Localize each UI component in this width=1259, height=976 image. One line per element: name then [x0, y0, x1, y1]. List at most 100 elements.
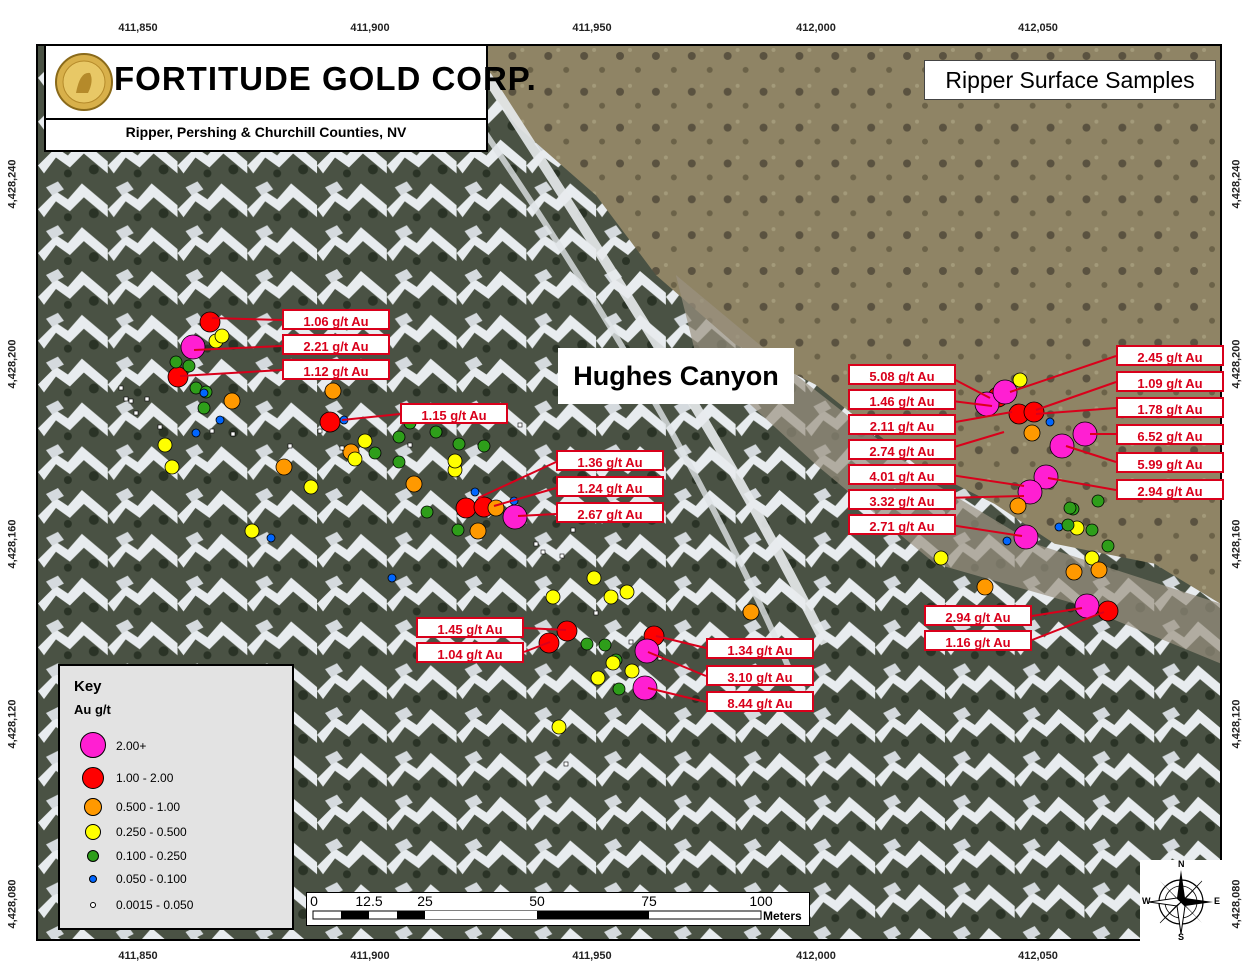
sample-point [164, 459, 180, 475]
sample-point [451, 523, 465, 537]
sample-point [533, 541, 539, 547]
scale-tick: 25 [417, 893, 433, 909]
scale-tick: 100 [749, 893, 773, 909]
sample-point [628, 639, 634, 645]
sample-point [469, 522, 487, 540]
sample-point [1045, 417, 1055, 427]
red-circle-icon [82, 767, 104, 789]
sample-label: 2.11 g/t Au [848, 414, 956, 435]
sample-point [1061, 518, 1075, 532]
sample-point [992, 379, 1018, 405]
sample-point [1101, 539, 1115, 553]
sample-point [230, 431, 236, 437]
compass-rose-icon [1148, 870, 1213, 935]
sample-point [407, 442, 413, 448]
x-coord-bottom-2: 411,900 [350, 950, 390, 962]
place-name-label: Hughes Canyon [558, 348, 794, 404]
sample-label: 1.09 g/t Au [1116, 371, 1224, 392]
green-circle-icon [87, 850, 99, 862]
legend-label: 0.250 - 0.500 [116, 825, 187, 839]
sample-point [347, 451, 363, 467]
sample-label: 3.32 g/t Au [848, 489, 956, 510]
sample-point [742, 603, 760, 621]
sample-point [545, 589, 561, 605]
sample-point [1085, 523, 1099, 537]
sample-point [619, 584, 635, 600]
sample-point [540, 549, 546, 555]
sample-point [563, 761, 569, 767]
logo-divider [46, 118, 486, 120]
sample-point [191, 428, 201, 438]
sample-point [339, 445, 345, 451]
sample-label: 1.78 g/t Au [1116, 397, 1224, 418]
sample-point [598, 638, 612, 652]
orange-circle-icon [84, 798, 102, 816]
gold-coin-logo [55, 53, 113, 111]
sample-point [357, 433, 373, 449]
sample-point [559, 553, 565, 559]
map-title: Ripper Surface Samples [924, 60, 1216, 100]
sample-point [632, 675, 658, 701]
sample-point [317, 428, 323, 434]
sample-label: 2.45 g/t Au [1116, 345, 1224, 366]
sample-point [517, 422, 523, 428]
x-coord-bottom-1: 411,850 [118, 950, 158, 962]
sample-point [1033, 464, 1059, 490]
x-coord-bottom-4: 412,000 [796, 950, 836, 962]
x-coord-top-2: 411,900 [350, 22, 390, 34]
sample-label: 2.67 g/t Au [556, 502, 664, 523]
east-label: E [1214, 896, 1221, 906]
scale-unit: Meters [763, 909, 802, 923]
sample-point [266, 533, 276, 543]
sample-point [144, 396, 150, 402]
west-label: W [1142, 896, 1151, 906]
yellow-circle-icon [85, 824, 101, 840]
sample-point [976, 578, 994, 596]
sample-point [605, 655, 621, 671]
sample-point [199, 388, 209, 398]
scale-bar-graphic [312, 910, 762, 920]
sample-point [303, 479, 319, 495]
legend-label: 0.050 - 0.100 [116, 872, 187, 886]
legend: Key Au g/t 2.00+ 1.00 - 2.00 0.500 - 1.0… [58, 664, 294, 930]
scale-tick: 50 [529, 893, 545, 909]
sample-point [420, 505, 434, 519]
x-coord-bottom-5: 412,050 [1018, 950, 1058, 962]
sample-point [477, 439, 491, 453]
sample-point [470, 487, 480, 497]
sample-point [634, 638, 660, 664]
sample-point [324, 382, 342, 400]
sample-point [612, 682, 626, 696]
x-coord-top-1: 411,850 [118, 22, 158, 34]
sample-point [405, 475, 423, 493]
legend-row: 1.00 - 2.00 [60, 767, 292, 789]
sample-point [593, 610, 599, 616]
sample-label: 1.36 g/t Au [556, 450, 664, 471]
sample-point [319, 411, 341, 433]
sample-label: 8.44 g/t Au [706, 691, 814, 712]
sample-point [590, 670, 606, 686]
sample-point [214, 328, 230, 344]
sample-point [387, 573, 397, 583]
sample-point [123, 396, 129, 402]
company-name: FORTITUDE GOLD CORP. [114, 60, 537, 97]
sample-point [1013, 524, 1039, 550]
sample-label: 4.01 g/t Au [848, 464, 956, 485]
white-circle-icon [90, 902, 96, 908]
sample-label: 1.15 g/t Au [400, 403, 508, 424]
pink-circle-icon [80, 732, 106, 758]
sample-point [1023, 424, 1041, 442]
sample-point [1091, 494, 1105, 508]
legend-label: 0.100 - 0.250 [116, 849, 187, 863]
sample-point [128, 398, 134, 404]
sample-point [1065, 563, 1083, 581]
legend-row: 0.500 - 1.00 [60, 797, 292, 817]
legend-label: 0.500 - 1.00 [116, 800, 181, 814]
scale-tick: 0 [310, 893, 318, 909]
sample-label: 1.24 g/t Au [556, 476, 664, 497]
sample-point [447, 453, 463, 469]
sample-point [1009, 497, 1027, 515]
sample-point [1084, 550, 1100, 566]
north-arrow: N S E W [1140, 859, 1222, 942]
sample-point [551, 719, 567, 735]
